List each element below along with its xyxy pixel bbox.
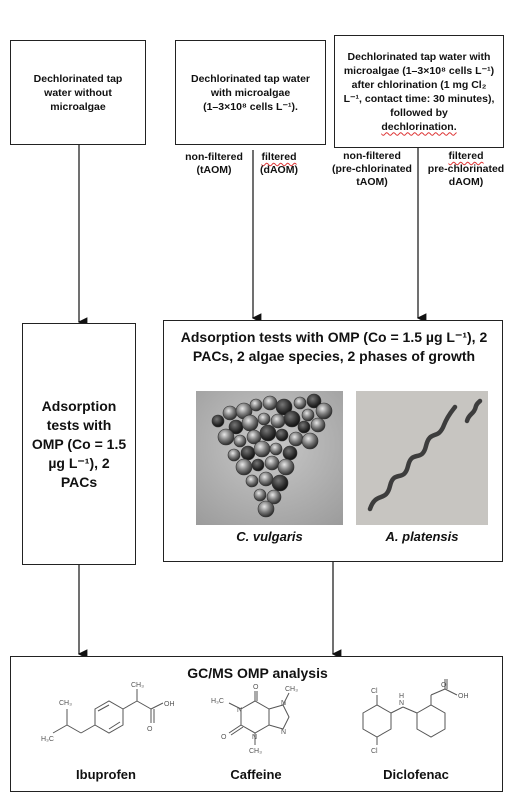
- label-b3-filtered: filtered pre-chlorinated dAOM): [420, 150, 512, 189]
- analysis-title: GC/MS OMP analysis: [187, 665, 328, 681]
- c-vulgaris-image: [196, 391, 343, 525]
- svg-text:OH: OH: [164, 701, 175, 708]
- svg-text:O: O: [253, 684, 259, 691]
- caption-c-vulgaris: C. vulgaris: [236, 529, 303, 544]
- source-box-chlorinated: Dechlorinated tap water with microalgae …: [334, 35, 504, 148]
- svg-text:OH: OH: [458, 693, 469, 700]
- svg-text:H: H: [399, 693, 404, 700]
- svg-text:Cl: Cl: [371, 688, 378, 695]
- caption-a-platensis: A. platensis: [385, 529, 459, 544]
- svg-text:N: N: [252, 734, 257, 741]
- svg-text:O: O: [441, 682, 447, 689]
- svg-text:N: N: [399, 700, 404, 707]
- label-b2-filtered: filtered (dAOM): [254, 151, 304, 177]
- source-box-chlorinated-text: Dechlorinated tap water with microalgae …: [343, 50, 495, 119]
- label-b3-filtered-sub2: dAOM): [448, 176, 484, 188]
- svg-text:O: O: [147, 726, 153, 733]
- ibuprofen-structure: CH₃ OH O H₃C CH₃: [41, 682, 175, 743]
- label-b3-nonfiltered-sub2: tAOM): [356, 176, 388, 188]
- source-box-microalgae-text: Dechlorinated tap water with microalgae: [190, 72, 311, 99]
- adsorption-box-left-text: Adsorption tests with OMP (Co = 1.5 µg L…: [31, 397, 127, 490]
- label-b2-filtered-sub: (dAOM): [260, 164, 298, 176]
- label-b2-nonfiltered-title: non-filtered: [185, 151, 243, 163]
- svg-text:CH₃: CH₃: [131, 682, 144, 689]
- source-box-microalgae-conc: (1–3×10⁸ cells L⁻¹).: [203, 100, 298, 113]
- label-b3-filtered-title: filtered: [448, 150, 484, 162]
- svg-text:O: O: [221, 734, 227, 741]
- svg-text:H₃C: H₃C: [41, 736, 54, 743]
- label-b3-nonfiltered-sub1: (pre-chlorinated: [332, 163, 412, 175]
- caffeine-structure: O H₃C N O N CH₃ CH₃ N N: [211, 684, 298, 755]
- label-b2-nonfiltered-sub: (tAOM): [196, 164, 232, 176]
- label-b3-nonfiltered-title: non-filtered: [343, 150, 401, 162]
- svg-text:CH₃: CH₃: [59, 700, 72, 707]
- svg-text:N: N: [281, 700, 286, 707]
- caffeine-label: Caffeine: [230, 767, 282, 782]
- source-box-chlorinated-step: dechlorination.: [381, 120, 457, 133]
- svg-text:N: N: [281, 729, 286, 736]
- a-platensis-image: [356, 391, 488, 525]
- svg-text:H₃C: H₃C: [211, 698, 224, 705]
- adsorption-box-left: Adsorption tests with OMP (Co = 1.5 µg L…: [22, 323, 136, 565]
- source-box-microalgae: Dechlorinated tap water with microalgae …: [175, 40, 326, 145]
- svg-text:N: N: [237, 707, 242, 714]
- adsorption-box-right-title: Adsorption tests with OMP (Co = 1.5 µg L…: [180, 329, 488, 364]
- label-b2-nonfiltered: non-filtered (tAOM): [176, 151, 252, 177]
- source-box-no-microalgae-text: Dechlorinated tap water without microalg…: [33, 72, 123, 113]
- svg-text:CH₃: CH₃: [249, 748, 262, 755]
- svg-text:CH₃: CH₃: [285, 686, 298, 693]
- source-box-no-microalgae: Dechlorinated tap water without microalg…: [10, 40, 146, 145]
- label-b2-filtered-title: filtered: [261, 151, 297, 163]
- ibuprofen-label: Ibuprofen: [76, 767, 136, 782]
- diclofenac-label: Diclofenac: [383, 767, 449, 782]
- svg-text:Cl: Cl: [371, 748, 378, 755]
- adsorption-box-right: Adsorption tests with OMP (Co = 1.5 µg L…: [163, 320, 503, 562]
- label-b3-filtered-sub1: pre-chlorinated: [427, 163, 505, 175]
- label-b3-nonfiltered: non-filtered (pre-chlorinated tAOM): [324, 150, 420, 189]
